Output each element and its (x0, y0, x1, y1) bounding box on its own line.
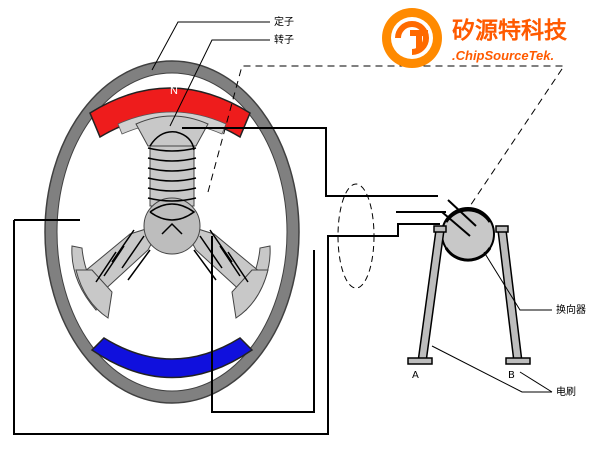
stator-label: 定子 (274, 15, 294, 28)
wiring (13, 65, 565, 435)
commutator-label: 换向器 (556, 303, 586, 316)
brushes (407, 225, 531, 365)
brand-logo (382, 8, 442, 68)
rotor-coils (95, 131, 249, 283)
brush-b-label: B (508, 370, 515, 381)
brand-name-cn: 矽源特科技 (452, 18, 568, 44)
rotor-label: 转子 (274, 33, 294, 46)
rotor-armature (75, 115, 269, 319)
north-pole-label: N (170, 85, 178, 97)
brush-a-label: A (412, 370, 419, 381)
leader-lines (151, 21, 553, 393)
brush-label: 电刷 (556, 385, 576, 398)
south-pole-label: S (168, 380, 175, 392)
brand-name-en: .ChipSourceTek. (452, 48, 554, 63)
commutator (441, 199, 495, 262)
